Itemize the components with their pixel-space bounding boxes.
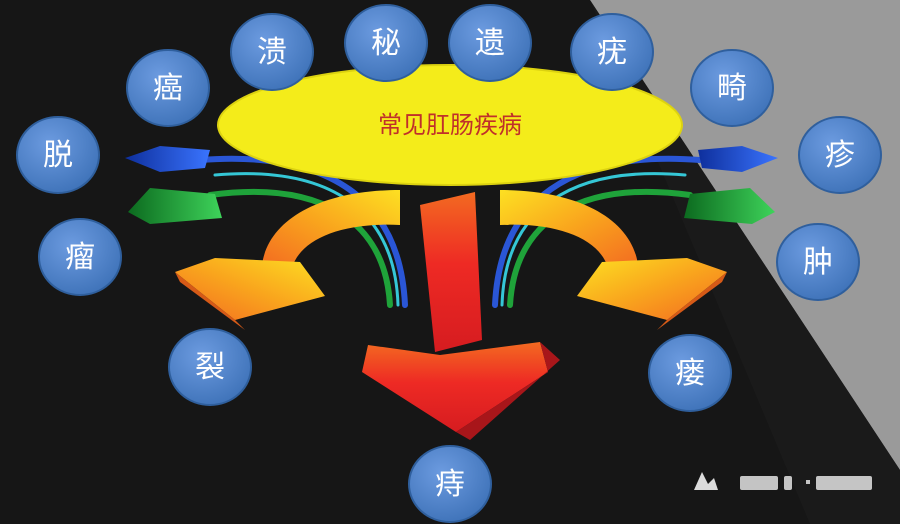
disease-circle — [38, 218, 122, 296]
disease-label: 溃 — [257, 35, 287, 70]
disease-label: 畸 — [717, 71, 747, 106]
disease-label: 瘘 — [675, 356, 705, 391]
disease-node-tuo: 脱 — [16, 116, 100, 194]
disease-node-yi: 遗 — [448, 4, 532, 82]
disease-label: 肿 — [803, 245, 833, 280]
wechat-watermark-icon — [694, 472, 872, 490]
disease-label: 脱 — [43, 138, 73, 173]
disease-circle — [344, 4, 428, 82]
disease-circle — [570, 13, 654, 91]
disease-circle — [126, 49, 210, 127]
disease-node-zhong: 肿 — [776, 223, 860, 301]
disease-circle — [448, 4, 532, 82]
orange-arrow-left — [175, 190, 400, 330]
blue-arrow-right — [698, 146, 778, 172]
disease-node-ji2: 畸 — [690, 49, 774, 127]
disease-label: 秘 — [371, 26, 401, 61]
disease-circle — [648, 334, 732, 412]
orange-arrow-right — [500, 190, 727, 330]
disease-label: 癌 — [153, 71, 183, 106]
disease-label: 遗 — [475, 26, 505, 61]
disease-circle — [16, 116, 100, 194]
blue-arrow-left — [125, 146, 210, 172]
green-arrow-right — [684, 188, 775, 224]
disease-label: 疣 — [597, 35, 627, 70]
disease-node-lie: 裂 — [168, 328, 252, 406]
disease-node-kui: 溃 — [230, 13, 314, 91]
disease-circle — [798, 116, 882, 194]
disease-label: 疹 — [825, 138, 855, 173]
red-down-arrow — [362, 192, 560, 440]
disease-label: 瘤 — [65, 240, 95, 275]
disease-label: 痔 — [435, 467, 465, 502]
disease-node-liu: 瘤 — [38, 218, 122, 296]
disease-circle — [230, 13, 314, 91]
disease-circle — [690, 49, 774, 127]
blue-arrows — [125, 146, 778, 172]
disease-node-zhen: 疹 — [798, 116, 882, 194]
disease-circle — [776, 223, 860, 301]
title-ellipse: 常见肛肠疾病 — [217, 64, 683, 186]
disease-node-mi: 秘 — [344, 4, 428, 82]
disease-node-lou: 瘘 — [648, 334, 732, 412]
disease-node-ai: 癌 — [126, 49, 210, 127]
green-arrow-left — [128, 188, 222, 224]
disease-circle — [168, 328, 252, 406]
disease-label: 裂 — [195, 350, 225, 385]
disease-node-ji: 疣 — [570, 13, 654, 91]
green-arrows — [128, 188, 775, 224]
disease-circle — [408, 445, 492, 523]
disease-node-zhi: 痔 — [408, 445, 492, 523]
diagram-title: 常见肛肠疾病 — [378, 111, 522, 139]
